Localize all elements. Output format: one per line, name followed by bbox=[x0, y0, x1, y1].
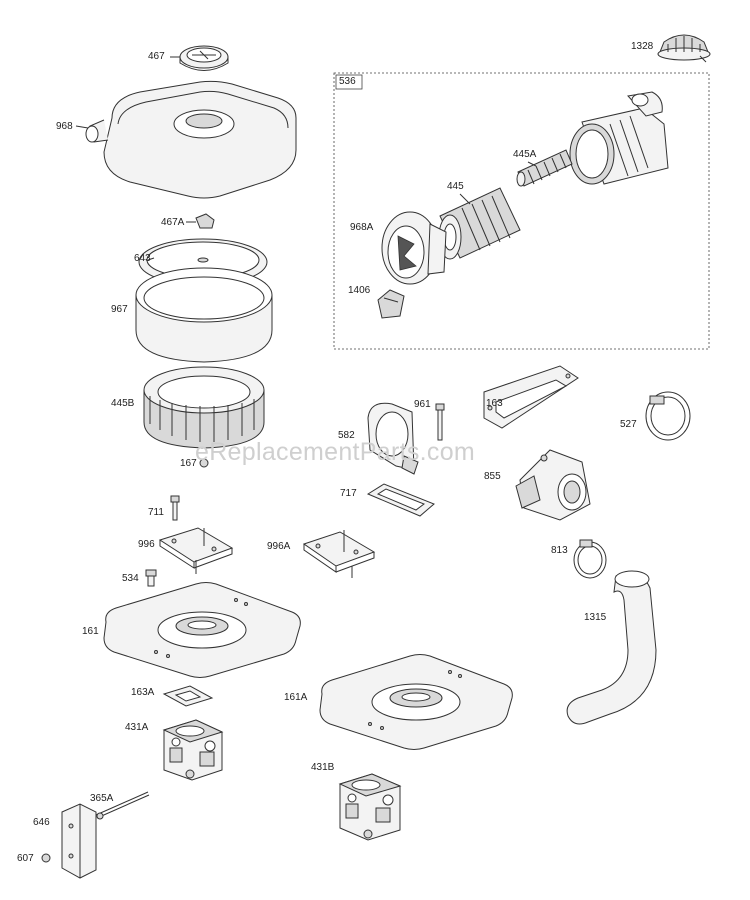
part-711-bolt bbox=[170, 495, 180, 521]
label-534: 534 bbox=[122, 573, 139, 584]
part-607-nut bbox=[41, 853, 51, 863]
label-431B: 431B bbox=[311, 762, 335, 773]
label-445A: 445A bbox=[513, 149, 537, 160]
part-161A-base bbox=[319, 654, 513, 750]
inset-label-536: 536 bbox=[339, 76, 356, 87]
part-167-nut bbox=[199, 458, 209, 468]
label-1315: 1315 bbox=[584, 612, 607, 623]
part-527-clamp bbox=[645, 391, 691, 441]
label-643: 643 bbox=[134, 253, 151, 264]
leader-lines bbox=[75, 56, 537, 261]
label-967: 967 bbox=[111, 304, 128, 315]
label-711: 711 bbox=[148, 507, 164, 518]
label-467A: 467A bbox=[161, 217, 185, 228]
label-527: 527 bbox=[620, 419, 637, 430]
label-1406: 1406 bbox=[348, 285, 371, 296]
part-445-cartridge bbox=[438, 187, 521, 260]
part-365A-rod bbox=[95, 791, 150, 820]
label-163A: 163A bbox=[131, 687, 155, 698]
label-1328: 1328 bbox=[631, 41, 654, 52]
label-467: 467 bbox=[148, 51, 165, 62]
label-582: 582 bbox=[338, 430, 355, 441]
label-813: 813 bbox=[551, 545, 568, 556]
part-996-plate bbox=[158, 527, 234, 574]
part-855-elbow bbox=[515, 449, 591, 521]
part-1328-precleaner bbox=[657, 34, 711, 63]
inset-box-536 bbox=[333, 72, 710, 350]
part-163-gasket bbox=[483, 365, 579, 429]
label-717: 717 bbox=[340, 488, 357, 499]
label-163: 163 bbox=[486, 398, 503, 409]
part-996A-plate bbox=[302, 530, 376, 578]
part-467A-clip bbox=[195, 213, 215, 229]
label-968A: 968A bbox=[350, 222, 374, 233]
part-717-seal bbox=[366, 483, 435, 517]
part-467-cap bbox=[179, 45, 229, 71]
label-445B: 445B bbox=[111, 398, 135, 409]
label-167: 167 bbox=[180, 458, 197, 469]
label-161A: 161A bbox=[284, 692, 308, 703]
label-646: 646 bbox=[33, 817, 50, 828]
label-968: 968 bbox=[56, 121, 73, 132]
label-445: 445 bbox=[447, 181, 464, 192]
label-365A: 365A bbox=[90, 793, 114, 804]
part-582-strap bbox=[367, 402, 419, 475]
part-1315-hose bbox=[566, 570, 657, 725]
label-996: 996 bbox=[138, 539, 155, 550]
part-445A-tube bbox=[516, 149, 573, 187]
part-968-cover bbox=[85, 80, 297, 199]
part-968A-cover bbox=[381, 211, 447, 285]
part-967-shell bbox=[135, 267, 273, 363]
label-855: 855 bbox=[484, 471, 501, 482]
part-431A-carburetor bbox=[162, 719, 224, 781]
label-996A: 996A bbox=[267, 541, 291, 552]
part-534-screw bbox=[145, 569, 157, 587]
label-961: 961 bbox=[414, 399, 431, 410]
part-431B-carburetor bbox=[338, 773, 402, 841]
label-431A: 431A bbox=[125, 722, 149, 733]
part-163A-gasket bbox=[162, 685, 214, 707]
watermark: eReplacementParts.com bbox=[195, 438, 476, 466]
part-161-base bbox=[103, 582, 301, 678]
part-813-clamp bbox=[573, 539, 607, 579]
part-445B-filter bbox=[143, 366, 265, 449]
part-1406-valve bbox=[377, 289, 405, 319]
label-161: 161 bbox=[82, 626, 99, 637]
label-607: 607 bbox=[17, 853, 34, 864]
inset-tag-536 bbox=[335, 74, 363, 90]
part-536-canister bbox=[569, 91, 669, 185]
part-646-bracket bbox=[61, 803, 97, 879]
part-961-bolt bbox=[435, 403, 445, 441]
